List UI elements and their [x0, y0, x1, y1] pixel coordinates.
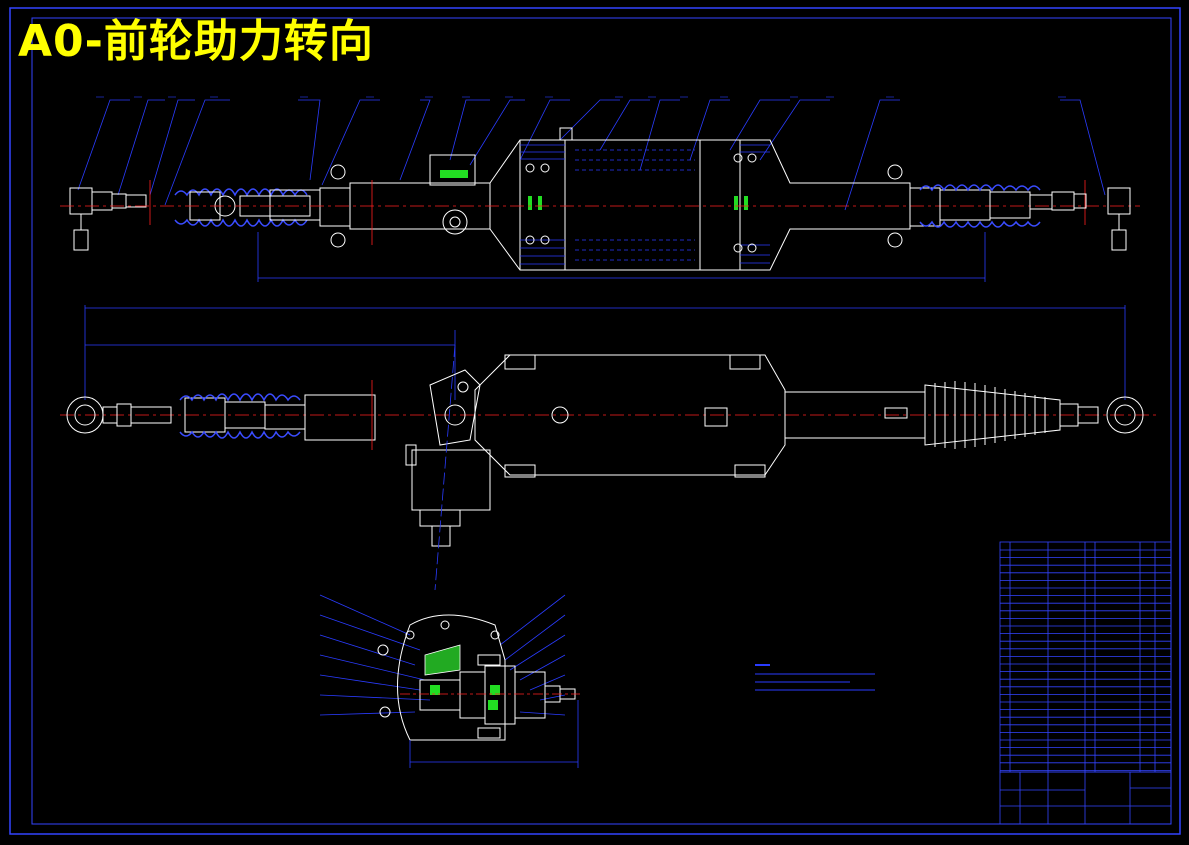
right-tie-rod-end: [1029, 187, 1131, 251]
green-seals: [440, 170, 748, 210]
middle-right-boot: [924, 381, 1061, 449]
section-leader-lines: [319, 594, 566, 716]
section-dimension: [409, 700, 579, 768]
section-cut-line: [434, 344, 456, 591]
left-tie-rod-end: [69, 187, 147, 251]
left-boot-upper: [174, 188, 308, 197]
section-hatching: [520, 144, 770, 265]
drawing-title: A0-前轮助力转向: [18, 16, 374, 67]
middle-cylinder: [474, 354, 926, 478]
middle-front-view: [60, 305, 1160, 591]
outer-frame: [9, 7, 1181, 835]
right-inner-joint: [909, 187, 1031, 227]
title-block: [999, 771, 1172, 825]
top-section-view: [60, 96, 1140, 282]
right-boot-lower: [919, 220, 1041, 228]
section-a-a: [319, 594, 580, 768]
top-dimension: [257, 232, 986, 282]
technical-notes: [755, 664, 875, 691]
middle-left-boot-upper: [179, 393, 301, 402]
bearing-circles: [525, 153, 757, 253]
left-inner-joint: [189, 187, 351, 227]
section-green-rack: [424, 644, 461, 676]
right-boot-upper: [919, 184, 1041, 192]
section-green-bearings: [430, 685, 500, 710]
parts-list-table: [999, 541, 1172, 773]
mounting-ears-top: [330, 164, 903, 248]
pinion-valve-assembly: [405, 369, 491, 547]
left-boot-lower: [174, 218, 308, 227]
middle-dimensions: [84, 305, 1126, 400]
middle-right-rod: [1059, 396, 1144, 434]
leader-lines-top: [77, 99, 1106, 211]
inner-frame: [31, 17, 1172, 825]
middle-left-rod: [66, 394, 376, 441]
middle-left-boot-lower: [179, 430, 301, 439]
rack-housing: [349, 127, 911, 271]
